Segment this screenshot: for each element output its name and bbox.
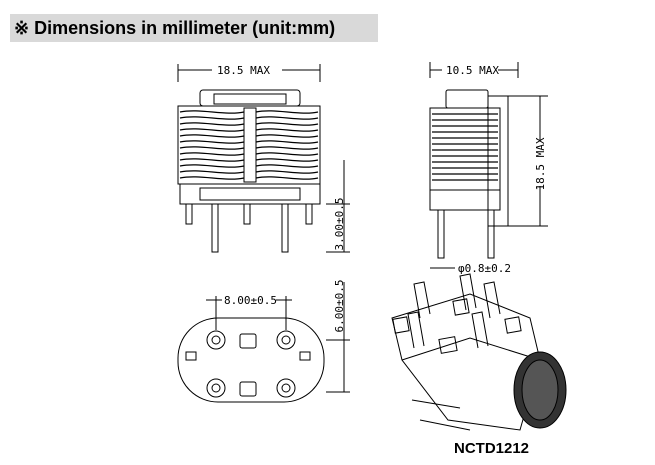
- side-height-label: 18.5 MAX: [534, 137, 547, 190]
- side-width-label: 10.5 MAX: [446, 64, 499, 77]
- section-title: ※ Dimensions in millimeter (unit:mm): [14, 17, 336, 38]
- bottom-pitch-label: 8.00±0.5: [224, 294, 277, 307]
- model-name: NCTD1212: [454, 440, 530, 457]
- side-view: 10.5 MAX 18.5 MAX φ0.8±0.2: [429, 62, 548, 275]
- front-pin-length-label: 3.00±0.5: [333, 198, 346, 251]
- bottom-view: 8.00±0.5 6.00±0.5: [177, 280, 350, 403]
- isometric-view: [391, 273, 567, 431]
- pin-diameter-label: φ0.8±0.2: [458, 262, 511, 275]
- section-header: ※ Dimensions in millimeter (unit:mm): [10, 14, 378, 42]
- front-width-label: 18.5 MAX: [217, 64, 270, 77]
- bottom-row-spacing-label: 6.00±0.5: [333, 280, 346, 333]
- front-view: 18.5 MAX: [177, 64, 350, 253]
